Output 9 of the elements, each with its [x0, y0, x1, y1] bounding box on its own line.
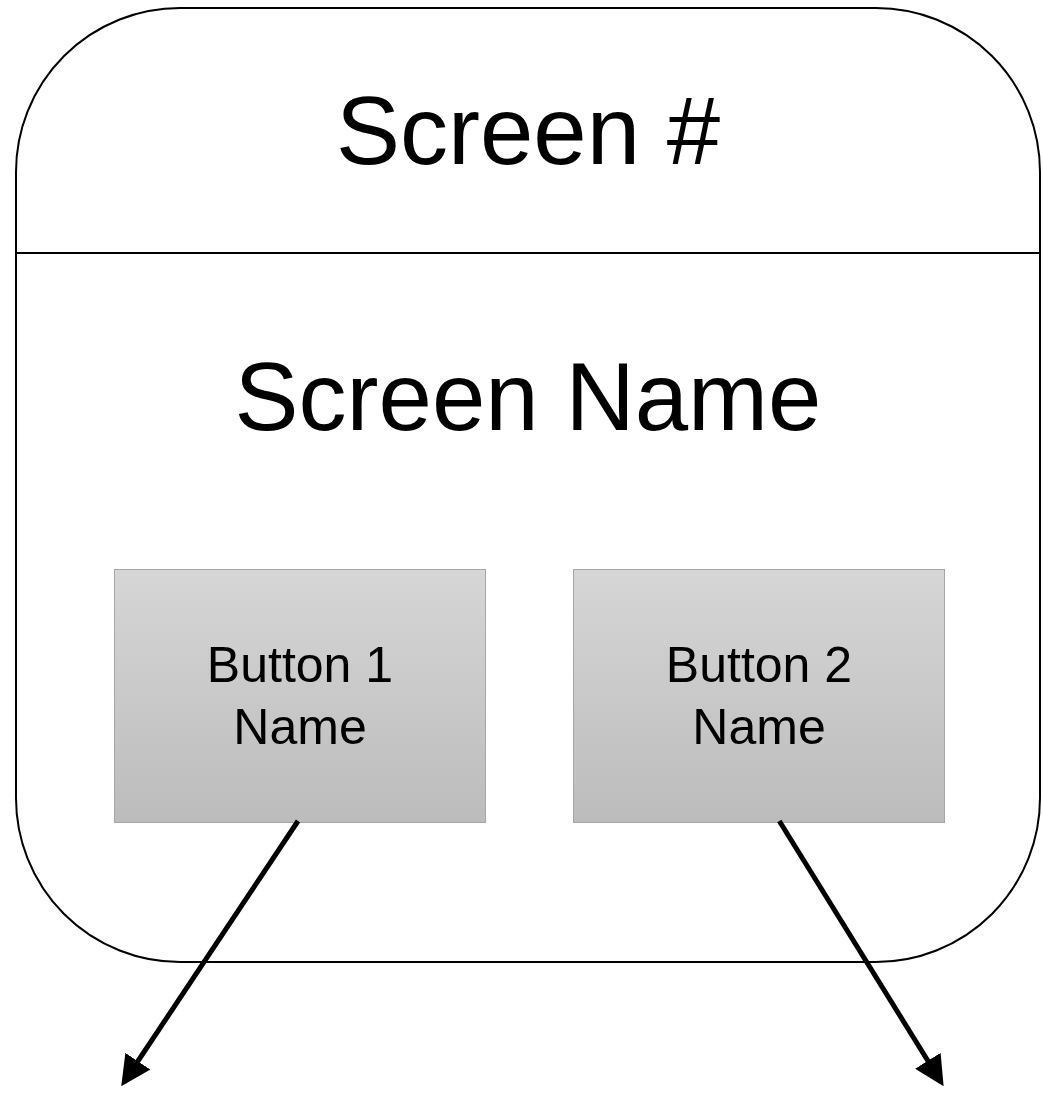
arrow: [777, 819, 944, 1087]
button-box: [573, 569, 945, 823]
button-label: Button 1 Name: [205, 635, 395, 757]
arrow: [121, 819, 301, 1087]
screen-number: Screen #: [335, 82, 721, 179]
button-label: Button 2 Name: [664, 635, 854, 757]
screen-name: Screen Name: [234, 349, 822, 445]
screen-card: [15, 7, 1041, 963]
button-box: [114, 569, 486, 823]
